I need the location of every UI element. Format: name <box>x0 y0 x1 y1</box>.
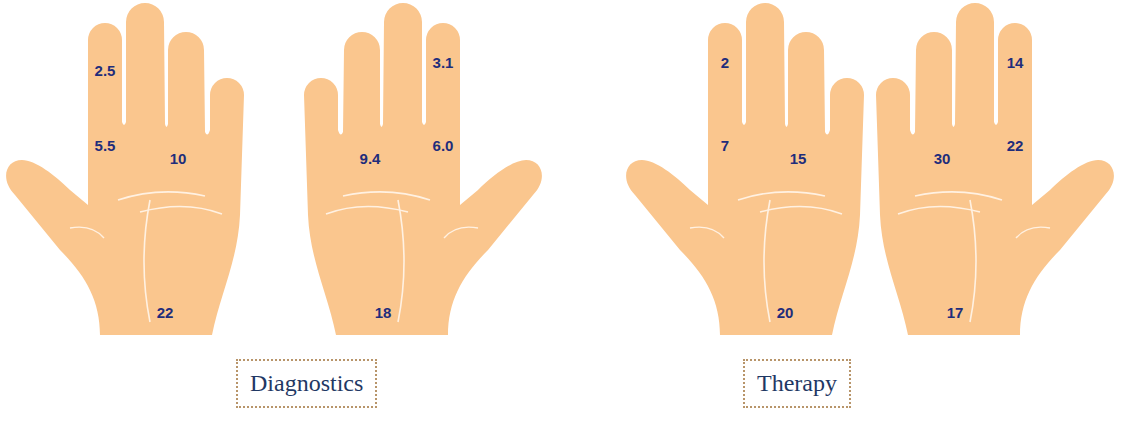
caption-box: Diagnostics <box>236 359 377 408</box>
measurement-value: 22 <box>1007 138 1024 153</box>
measurement-value: 14 <box>1007 55 1024 70</box>
left-hand <box>626 3 864 335</box>
measurement-value: 7 <box>721 138 729 153</box>
caption-text: Therapy <box>757 369 837 398</box>
measurement-value: 15 <box>790 151 807 166</box>
measurement-value: 2.5 <box>95 63 116 78</box>
left-hand <box>6 3 244 335</box>
measurement-value: 9.4 <box>360 151 381 166</box>
measurement-value: 6.0 <box>433 138 454 153</box>
caption-box: Therapy <box>743 359 851 408</box>
caption-text: Diagnostics <box>250 369 363 398</box>
measurement-value: 10 <box>170 151 187 166</box>
measurement-value: 20 <box>777 305 794 320</box>
right-hand <box>304 3 542 335</box>
measurement-value: 3.1 <box>433 55 454 70</box>
measurement-value: 2 <box>721 55 729 70</box>
measurement-value: 5.5 <box>95 138 116 153</box>
measurement-value: 30 <box>934 151 951 166</box>
right-hand <box>876 3 1114 335</box>
measurement-value: 17 <box>947 305 964 320</box>
measurement-value: 22 <box>157 305 174 320</box>
measurement-value: 18 <box>375 305 392 320</box>
